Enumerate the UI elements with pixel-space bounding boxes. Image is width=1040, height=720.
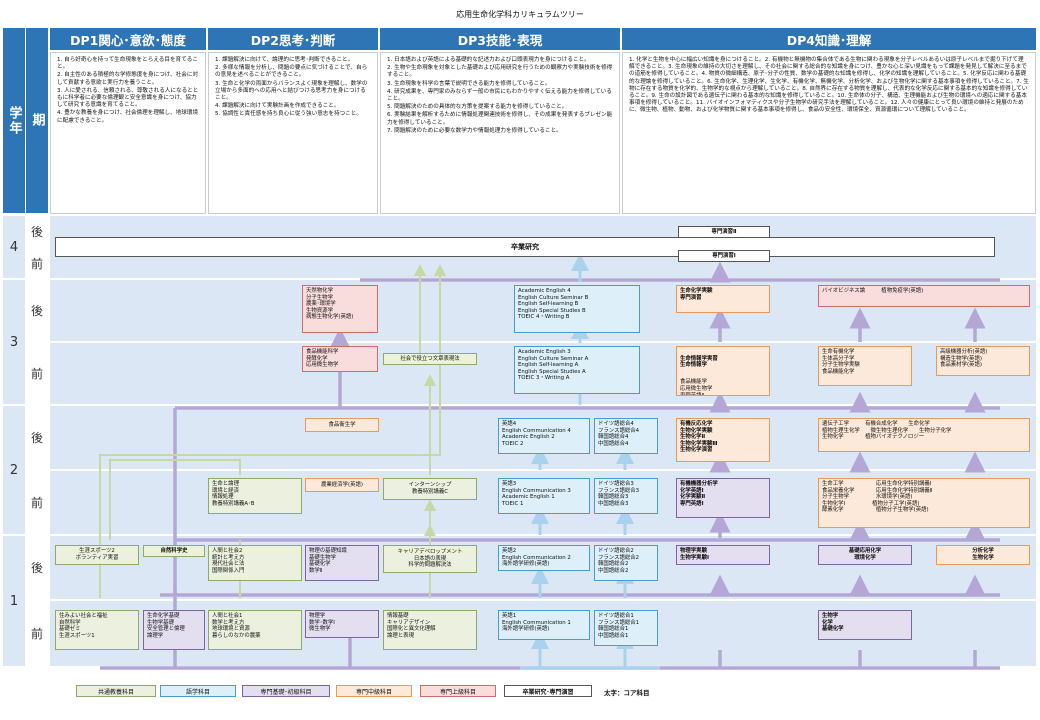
course-box-y1-early-dp2b[interactable]: 物理学 数学･数学Ⅰ 微生物学 xyxy=(305,610,379,638)
grade-4-label: 4 xyxy=(3,216,25,278)
grade-3-label: 3 xyxy=(3,280,25,404)
course-box-y2-late-dp4a[interactable]: 有機反応化学 生物化学実験 生物化学Ⅱ 生物化学実験Ⅲ 生物化学演習 xyxy=(676,418,770,462)
dp3-description: 1. 日本語および英語による基礎的な記述力および口頭表現力を身につけること。 2… xyxy=(380,52,620,214)
legend-mid: 専門中級科目 xyxy=(336,685,412,697)
course-box-y1-late-dp2b[interactable]: 物理の基礎知識 基礎生物学 基礎化学 数学Ⅱ xyxy=(305,545,379,581)
dp1-item: 4. 豊かな教養を身につけ、社会倫理を理解し、地球環境に配慮できること。 xyxy=(57,110,199,124)
term-label-2-early: 前 xyxy=(26,471,48,534)
course-box-y3-early-dp2[interactable]: 食品機能科学 発酵化学 応用微生物学 xyxy=(302,346,378,372)
course-box-thesis[interactable]: 卒業研究 xyxy=(55,237,995,257)
course-box-y3-early-dp4b[interactable]: 生命有機化学 生体高分子学 分子生物学実験 食品機能化学 xyxy=(818,346,912,386)
term-label-1-early: 前 xyxy=(26,601,48,666)
dp4-item: 1. 化学と生物を中心に幅広い知識を身につけること。2. 有機物と無機物の集合体… xyxy=(629,57,1029,114)
grade-1-label: 1 xyxy=(3,536,25,666)
dp4-description: 1. 化学と生物を中心に幅広い知識を身につけること。2. 有機物と無機物の集合体… xyxy=(622,52,1036,214)
course-box-y3-late-dp4a[interactable]: 生命化学実験 専門演習 xyxy=(676,285,770,313)
term-header: 期 xyxy=(26,28,48,213)
course-box-y1-late-dp1b[interactable]: 自然科学史 xyxy=(143,545,205,557)
course-box-seminar-1[interactable]: 専門演習Ⅰ xyxy=(678,250,770,262)
dp3-item: 5. 問題解決のための具体的な方策を提案する能力を修得していること。 xyxy=(387,104,568,111)
legend-language: 語学科目 xyxy=(160,685,236,697)
dp2-item: 1. 課題解決に向けて、論理的に思考･判断できること。 xyxy=(215,57,354,63)
course-box-y2-early-dp4a[interactable]: 有機機器分析学 化学英語Ⅰ 化学実験Ⅱ 専門英語Ⅰ xyxy=(676,478,770,518)
course-box-y2-early-dp4b[interactable]: 生命工学 応用生命化学特別講義Ⅰ 食品栄養化学 応用生命化学特別講義Ⅱ 分子生物… xyxy=(818,478,1030,528)
dp2-item: 2. 多様な情報を分析し、問題の要点に気づけることで、自らの意見を述べることがで… xyxy=(215,65,368,79)
course-box-y1-late-dp4a[interactable]: 物理学実験 生物学実験Ⅰ xyxy=(676,545,770,565)
course-box-y3-early-dp4a[interactable]: 生命情報学実習 生命情報学 食品機能学 応用微生物学 専門英語Ⅱ xyxy=(676,346,770,396)
dp2-item: 3. 生命と化学の両面からバランスよく現象を理解し、数学の立場から多面的への応用… xyxy=(215,80,368,102)
grade-2-label: 2 xyxy=(3,406,25,534)
course-box-y1-early-dp4[interactable]: 生物学 化学 基礎化学 xyxy=(818,610,912,640)
dp2-item: 4. 課題解決に向けて実験計画を作成できること。 xyxy=(215,103,340,110)
term-label-3-early: 前 xyxy=(26,343,48,404)
dp1-item: 2. 自主性のある積極的な学修態度を身につけ、社会に対して貢献する意欲と実行力を… xyxy=(57,72,199,86)
course-box-y3-late-dp4b[interactable]: バイオビジネス論 植物免疫学(英語) xyxy=(818,285,1030,307)
course-box-y2-late-dp3a[interactable]: 英語4 English Communication 4 Academic Eng… xyxy=(498,418,590,454)
legend-seminar: 卒業研究･専門演習 xyxy=(504,685,592,697)
dp3-item: 6. 実験結果を解析するために情報処理関連技術を修得し、その成果を発表するプレゼ… xyxy=(387,112,613,126)
course-box-seminar-2[interactable]: 専門演習Ⅱ xyxy=(678,226,770,238)
course-text: 生命情報学実習 生命情報学 xyxy=(680,355,718,369)
dp1-header: DP1関心･意欲･態度 xyxy=(50,28,206,50)
term-label-4-late: 後 xyxy=(26,216,48,246)
course-box-y2-early-dp2a[interactable]: 生命と論理 環境と経済 情報処理 教養特別講義A･B xyxy=(208,478,302,514)
course-box-y2-late-dp3b[interactable]: ドイツ語総合4 フランス語総合4 韓国語総合4 中国語総合4 xyxy=(594,418,658,454)
course-box-y2-early-dp3b[interactable]: 英語3 English Communication 3 Academic Eng… xyxy=(498,478,590,514)
course-box-y2-late-dp2[interactable]: 食品衛生学 xyxy=(305,418,379,432)
course-box-y1-late-dp3c[interactable]: ドイツ語総合2 フランス語総合2 韓国語総合2 中国語総合2 xyxy=(594,545,658,581)
course-box-y1-late-dp1a[interactable]: 生涯スポーツ2 ボランティア実習 xyxy=(55,545,139,565)
course-box-y2-early-dp3c[interactable]: ドイツ語総合3 フランス語総合3 韓国語総合3 中国語総合3 xyxy=(594,478,658,514)
course-box-y1-early-dp3a[interactable]: 情報基礎 キャリアデザイン 国際化と異文化理解 論理と表現 xyxy=(383,610,477,650)
dp3-header: DP3技能･表現 xyxy=(380,28,620,50)
course-box-y1-early-dp1b[interactable]: 生命化学基礎 生物学基礎 安全管理と倫理 論理学 xyxy=(143,610,205,650)
dp3-item: 3. 生命現象を科学の言葉で説明できる能力を修得していること。 xyxy=(387,80,551,87)
dp2-header: DP2思考･判断 xyxy=(208,28,378,50)
course-box-y3-early-dp3b[interactable]: Academic English 3 English Culture Semin… xyxy=(514,346,640,394)
dp3-item: 4. 研究成果を、専門家のみならず一般の市民にもわかりやすく伝える能力を修得して… xyxy=(387,88,612,103)
course-box-y3-early-dp4c[interactable]: 高級機器分析(英語) 構造生物学(英語) 食品素材学(英語) xyxy=(936,346,1030,376)
term-label-3-late: 後 xyxy=(26,280,48,341)
dp3-item: 1. 日本語および英語による基礎的な記述力および口頭表現力を身につけること。 xyxy=(387,57,590,63)
legend-adv: 専門上級科目 xyxy=(420,685,496,697)
term-label-1-late: 後 xyxy=(26,536,48,599)
dp3-item: 2. 生物や生命現象を対象とした基礎および応用研究を行うための観察力や実験技術を… xyxy=(387,65,613,79)
course-box-y1-late-dp2a[interactable]: 人間と社会2 統計と考え方 現代社会と法 国際関係入門 xyxy=(208,545,302,581)
dp2-item: 5. 協調性と責任感を持ち良心に従う強い意志を持つこと。 xyxy=(215,111,362,118)
dp1-item: 1. 自ら好奇心を持って生命現象をとらえる目を育てること。 xyxy=(57,57,198,71)
grade-header: 学年 xyxy=(3,28,25,213)
course-box-y2-late-dp4b[interactable]: 遺伝子工学 有機合成化学 生命化学 植物生理生化学 微生物生理化学 生物分子化学… xyxy=(818,418,1030,452)
dp4-header: DP4知識･理解 xyxy=(622,28,1036,50)
course-box-y1-late-dp3a[interactable]: キャリアデベロップメント 日本語の表現 科学的問題解決法 xyxy=(383,545,477,573)
dp1-description: 1. 自ら好奇心を持って生命現象をとらえる目を育てること。 2. 自主性のある積… xyxy=(50,52,206,214)
page-title: 応用生命化学科カリキュラムツリー xyxy=(456,10,584,19)
dp3-item: 7. 問題解決のために必要な数学力や情報処理力を修得していること。 xyxy=(387,127,562,134)
course-box-y1-early-dp3b[interactable]: 英語1 English Communication 1 海外語学研修(英語) xyxy=(498,610,590,640)
course-text: 食品機能学 応用微生物学 専門英語Ⅱ xyxy=(680,379,713,396)
course-box-y1-early-dp2a[interactable]: 人間と社会1 数学と考え方 地球環境と資源 暮らしのなかの農薬 xyxy=(208,610,302,650)
legend-basic: 専門基礎･初級科目 xyxy=(242,685,330,697)
dp2-description: 1. 課題解決に向けて、論理的に思考･判断できること。 2. 多様な情報を分析し… xyxy=(208,52,378,214)
course-box-y3-early-dp3a[interactable]: 社会で役立つ文章表現法 xyxy=(383,353,477,365)
course-box-y2-early-dp2b[interactable]: 農業経済学(英語) xyxy=(305,478,379,492)
dp1-item: 3. 人に愛される、信頼される、尊敬される人になるとともに科学者に必要な倫理観と… xyxy=(57,87,199,109)
legend-note: 太字：コア科目 xyxy=(604,689,650,697)
legend-common: 共通教養科目 xyxy=(76,685,156,697)
course-box-y3-late-dp2[interactable]: 天然物化学 分子生物学 農薬･環境学 生物資源学 病態生物化学(英語) xyxy=(302,285,378,333)
course-box-y1-late-dp3b[interactable]: 英語2 English Communication 2 海外語学研修(英語) xyxy=(498,545,590,571)
course-box-y1-late-dp4b[interactable]: 基礎応用化学 環境化学 xyxy=(818,545,912,565)
course-box-y2-early-dp3a[interactable]: インターンシップ 教養特別講義C xyxy=(383,478,477,500)
course-box-y1-early-dp3c[interactable]: ドイツ語総合1 フランス語総合1 韓国語総合1 中国語総合1 xyxy=(594,610,658,646)
course-box-y1-late-dp4c[interactable]: 分析化学 生物化学 xyxy=(936,545,1030,565)
term-label-4-early: 前 xyxy=(26,248,48,278)
course-box-y1-early-dp1a[interactable]: 住みよい社会と福祉 自然科学 基礎ゼミ 生涯スポーツ1 xyxy=(55,610,139,650)
term-label-2-late: 後 xyxy=(26,406,48,469)
course-box-y3-late-dp3[interactable]: Academic English 4 English Culture Semin… xyxy=(514,285,640,333)
